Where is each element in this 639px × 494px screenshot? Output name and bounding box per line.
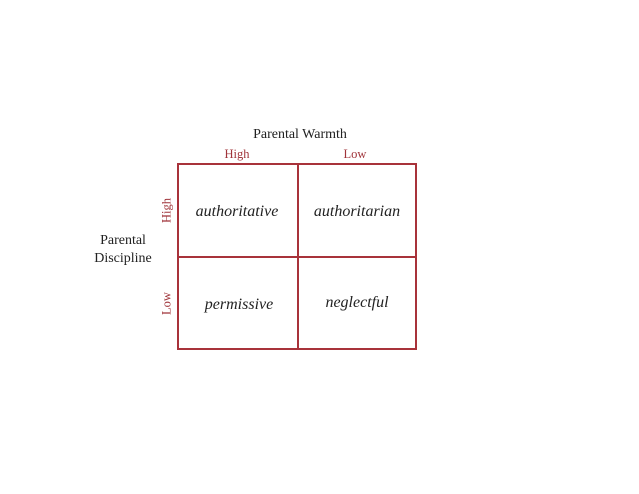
grid-horizontal-divider (177, 256, 417, 258)
row-label-high: High (159, 198, 174, 223)
column-label-low: Low (343, 147, 367, 161)
row-title-line1: Parental (100, 233, 146, 248)
cell-permissive: permissive (204, 296, 274, 313)
row-label-low: Low (159, 292, 174, 315)
cell-neglectful: neglectful (325, 294, 389, 311)
cell-authoritative: authoritative (195, 203, 279, 220)
cell-authoritarian: authoritarian (313, 203, 401, 220)
column-label-high: High (224, 147, 250, 161)
row-title-line2: Discipline (94, 251, 152, 266)
diagram-title: Parental Warmth (253, 127, 347, 142)
row-title: Parental Discipline (80, 232, 166, 268)
